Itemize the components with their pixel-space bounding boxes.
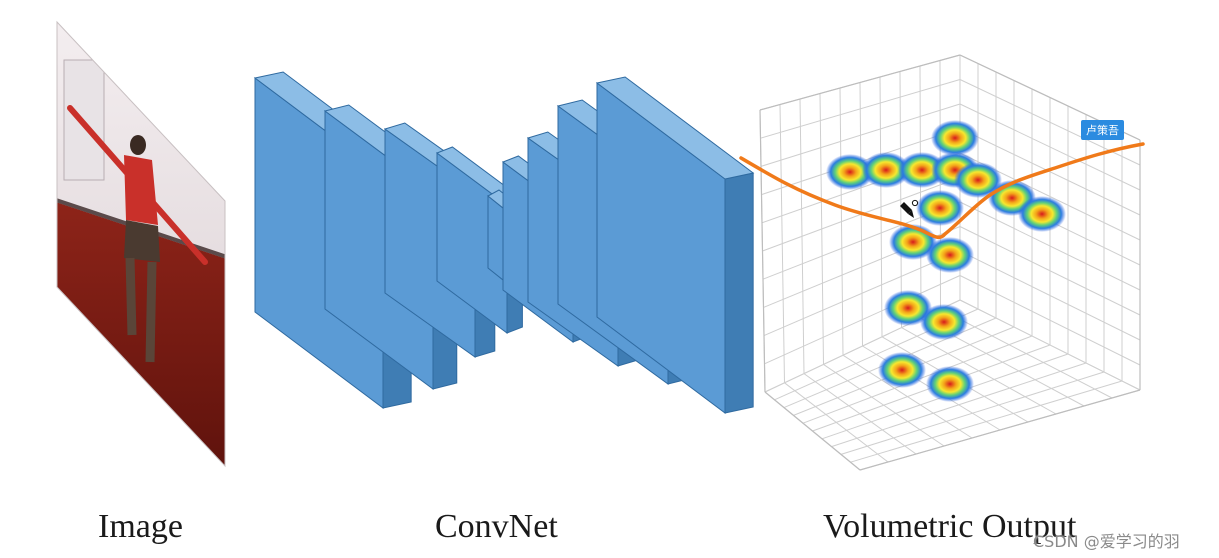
image-caption: Image	[98, 508, 183, 545]
joint-heatmap	[931, 120, 979, 156]
joint-heatmaps	[826, 120, 1066, 402]
joint-heatmap	[926, 366, 974, 402]
joint-heatmap	[884, 290, 932, 326]
grid-edge	[764, 391, 861, 471]
grid-line	[959, 226, 1141, 316]
joint-heatmap	[862, 152, 910, 188]
watermark: CSDN @爱学习的羽	[1033, 532, 1180, 551]
grid-line	[959, 250, 1141, 341]
joint-heatmap	[916, 190, 964, 226]
annotation-stroke	[739, 142, 1145, 240]
joint-heatmap	[954, 162, 1002, 198]
grid-line	[760, 79, 961, 139]
presenter-name-tag: 卢策吾	[1081, 120, 1124, 140]
convnet-caption: ConvNet	[435, 508, 558, 545]
grid-line	[959, 201, 1141, 291]
joint-heatmap	[920, 304, 968, 340]
grid-line	[901, 327, 1057, 415]
volumetric-output-caption: Volumetric Output	[823, 508, 1077, 545]
grid-line	[840, 371, 1105, 455]
joint-heatmap	[878, 352, 926, 388]
grid-line	[763, 250, 961, 337]
photo-person	[67, 105, 208, 363]
convnet-stack	[253, 71, 755, 414]
grid-edge	[859, 389, 1141, 471]
joint-heatmap	[926, 237, 974, 273]
pen-cursor-icon	[898, 198, 920, 225]
grid-line	[764, 275, 961, 365]
grid-line	[959, 275, 1141, 366]
grid-line	[959, 299, 1141, 391]
joint-heatmap	[826, 154, 874, 190]
grid-line	[850, 380, 1123, 463]
input-image-panel	[56, 20, 226, 468]
convnet-layer	[595, 76, 755, 414]
grid-line	[940, 308, 1113, 399]
grid-line	[831, 362, 1087, 448]
grid-edge	[759, 109, 766, 393]
grid-line	[760, 103, 961, 167]
joint-heatmap	[1018, 196, 1066, 232]
grid-edge	[759, 54, 961, 111]
joint-heatmap	[898, 152, 946, 188]
